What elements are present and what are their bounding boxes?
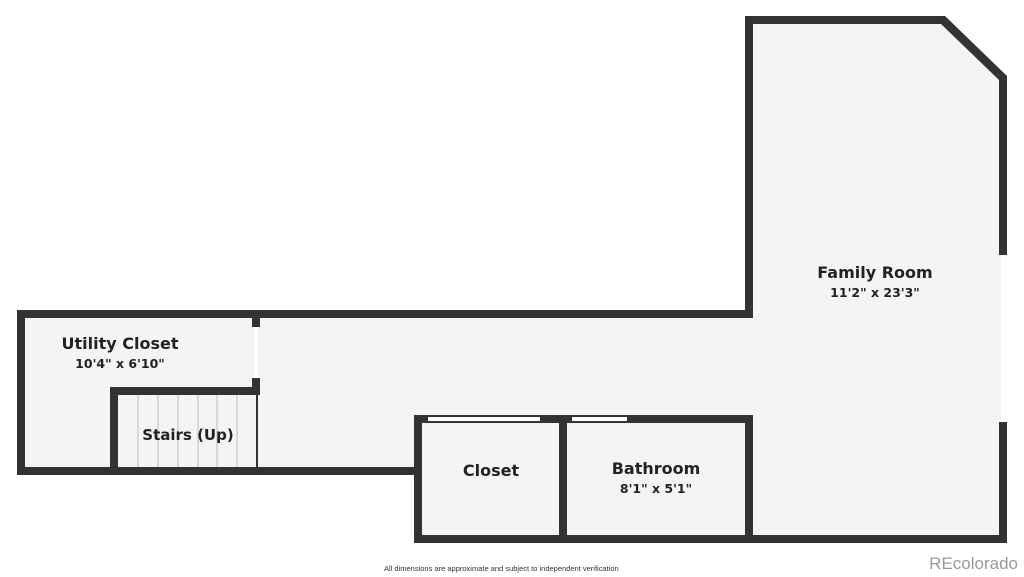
bathroom-door-opening xyxy=(572,417,627,421)
family-room-opening xyxy=(1001,255,1005,422)
disclaimer: All dimensions are approximate and subje… xyxy=(384,564,619,573)
family-room-label: Family Room xyxy=(817,263,933,282)
floor-area xyxy=(21,20,1003,539)
bathroom-label: Bathroom xyxy=(611,459,701,478)
utility-closet-dimensions: 10'4" x 6'10" xyxy=(75,356,165,371)
family-room-dimensions: 11'2" x 23'3" xyxy=(830,285,920,300)
stairs-label: Stairs (Up) xyxy=(142,426,234,444)
brand-logo: REcolorado xyxy=(929,554,1018,573)
utility-closet-label: Utility Closet xyxy=(61,334,179,353)
closet-door-opening xyxy=(428,417,540,421)
stair-treads xyxy=(137,395,238,467)
bathroom-dimensions: 8'1" x 5'1" xyxy=(619,481,693,496)
openings xyxy=(254,255,1005,422)
closet-label: Closet xyxy=(462,461,520,480)
utility-door-opening xyxy=(254,327,258,378)
